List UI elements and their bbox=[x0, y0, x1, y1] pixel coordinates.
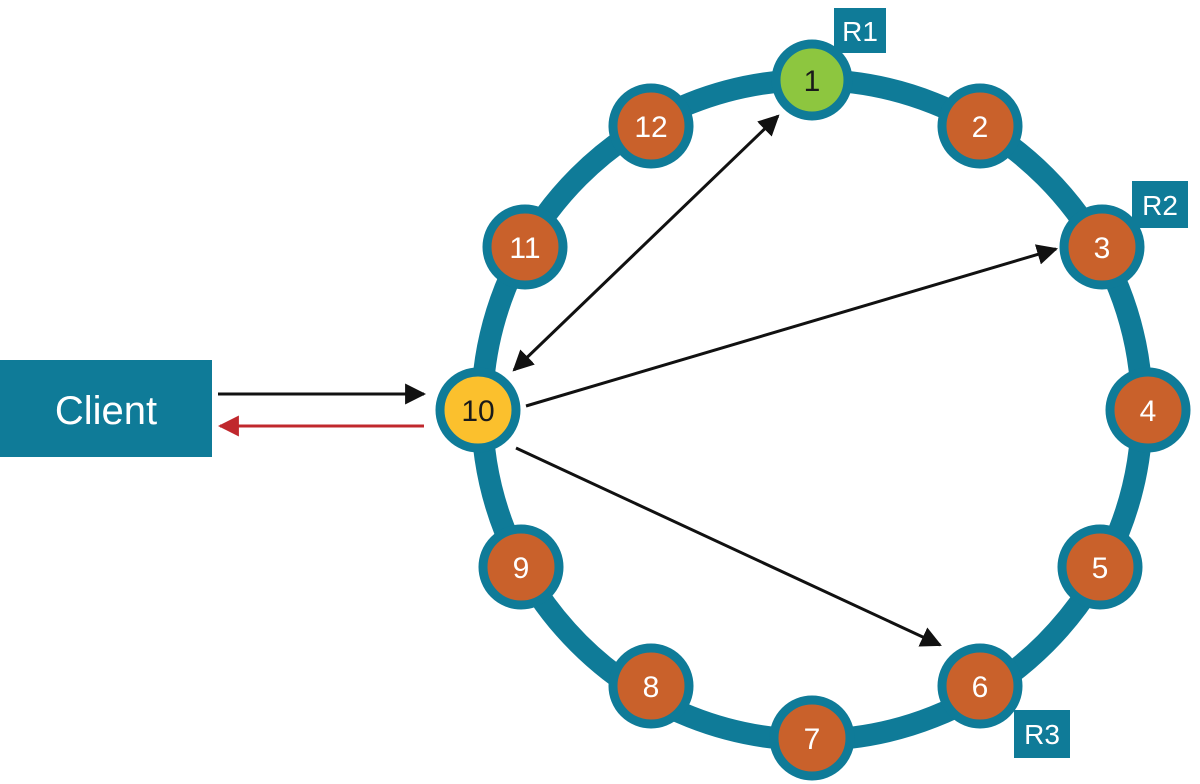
replica-link-r1 bbox=[512, 114, 780, 372]
ring-node-7: 7 bbox=[769, 695, 855, 781]
node-label: 3 bbox=[1094, 232, 1111, 265]
ring-node-4: 4 bbox=[1105, 367, 1191, 453]
client-label: Client bbox=[55, 389, 157, 433]
replica-tag-r3: R3 bbox=[1014, 710, 1070, 758]
ring bbox=[471, 69, 1153, 751]
replica-tag-r2: R2 bbox=[1132, 181, 1188, 228]
ring-node-3: 3 bbox=[1059, 204, 1145, 290]
ring-node-9: 9 bbox=[478, 524, 564, 610]
replica-link-r3 bbox=[515, 446, 942, 647]
ring-node-5: 5 bbox=[1057, 524, 1143, 610]
node-label: 12 bbox=[634, 111, 667, 144]
node-label: 7 bbox=[804, 723, 821, 756]
node-label: 1 bbox=[804, 65, 821, 98]
node-label: 10 bbox=[461, 395, 494, 428]
replica-tag-label: R2 bbox=[1142, 190, 1178, 221]
client-box: Client bbox=[0, 360, 212, 457]
node-label: 11 bbox=[509, 232, 540, 265]
ring-node-12: 12 bbox=[608, 83, 694, 169]
node-label: 6 bbox=[972, 671, 989, 704]
ring-node-6: 6 bbox=[937, 643, 1023, 729]
ring-node-2: 2 bbox=[937, 83, 1023, 169]
replica-tag-label: R1 bbox=[842, 16, 878, 47]
node-label: 2 bbox=[972, 111, 989, 144]
replica-link-r2 bbox=[525, 244, 1059, 408]
ring-node-11: 11 bbox=[482, 204, 568, 290]
ring-node-8: 8 bbox=[608, 643, 694, 729]
ring-node-10: 10 bbox=[435, 367, 521, 453]
replica-tag-r1: R1 bbox=[834, 8, 886, 53]
replica-tag-label: R3 bbox=[1024, 719, 1060, 750]
ring-node-1: 1 bbox=[771, 39, 853, 121]
node-label: 5 bbox=[1092, 552, 1109, 585]
node-label: 8 bbox=[643, 671, 660, 704]
node-label: 9 bbox=[513, 552, 530, 585]
node-label: 4 bbox=[1140, 395, 1157, 428]
